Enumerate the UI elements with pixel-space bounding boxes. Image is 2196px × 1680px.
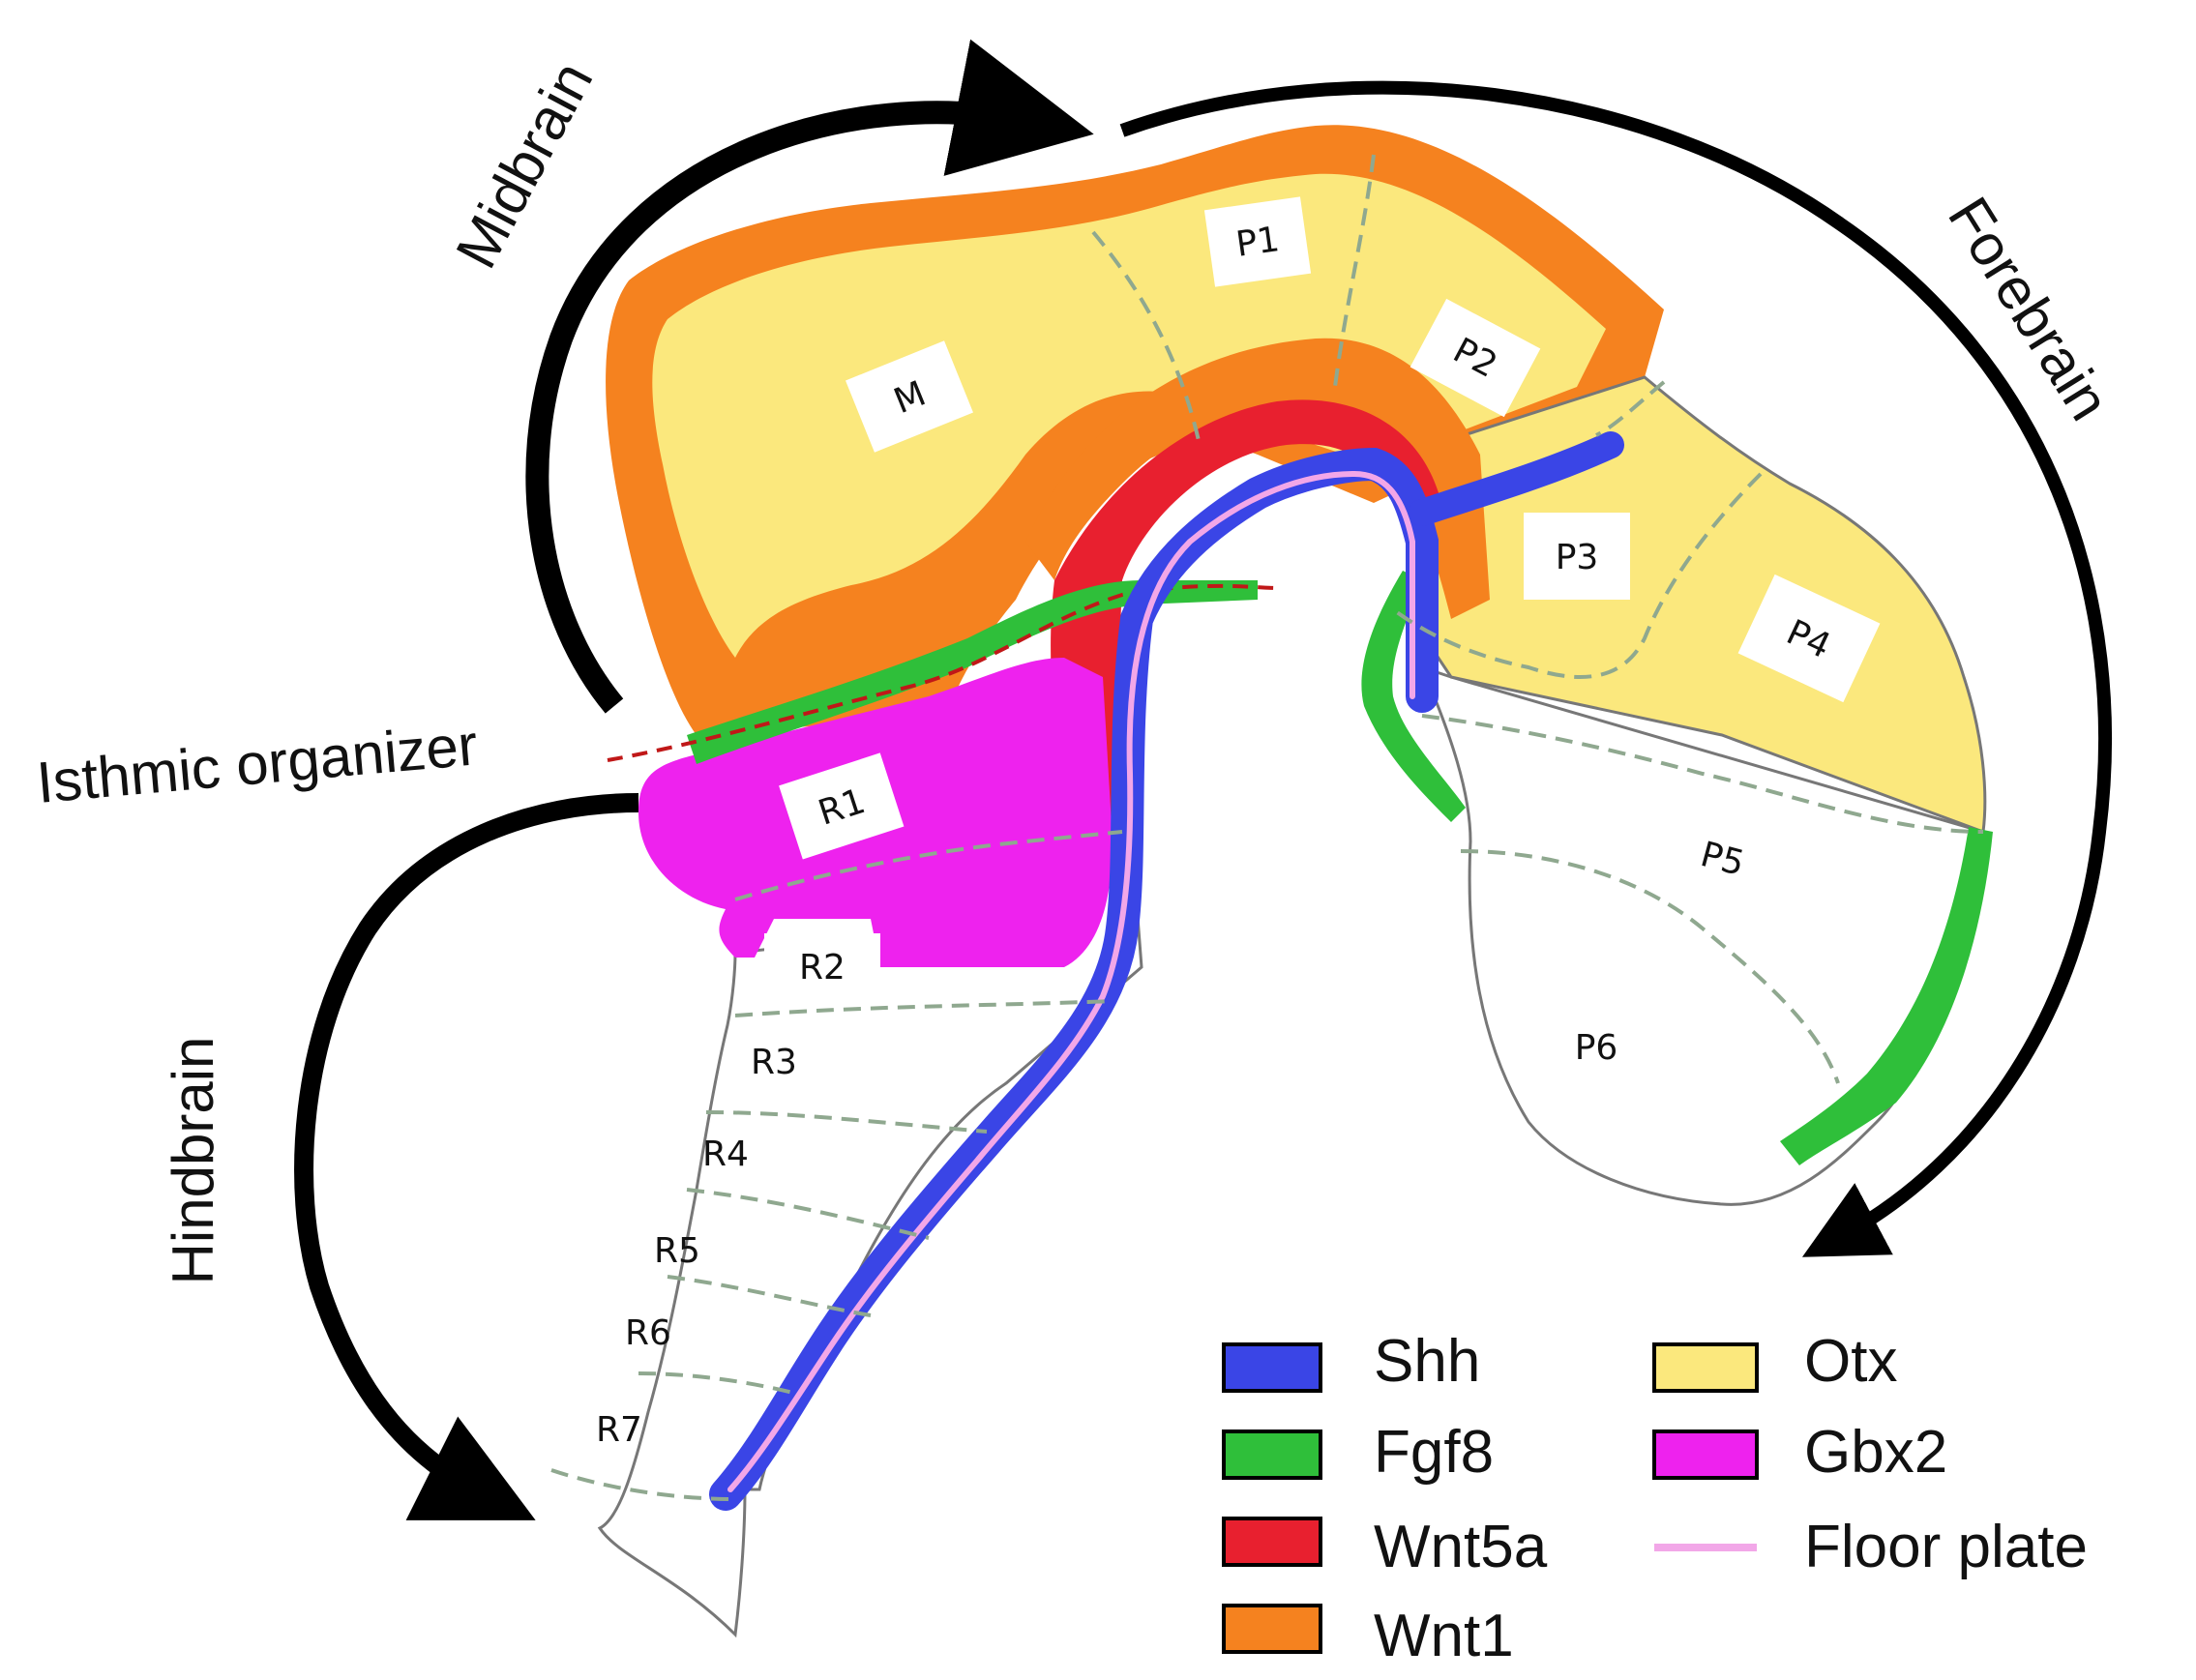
svg-text:Floor plate: Floor plate: [1804, 1514, 2088, 1580]
segment-line-r1-r2: [734, 830, 1123, 901]
region-r1: R1: [779, 752, 905, 860]
isthmic-organizer-label: Isthmic organizer: [34, 712, 480, 815]
region-p2: P2: [1410, 298, 1541, 418]
segment-line-r4-r5: [686, 1188, 930, 1240]
shh-forebrain-branch: [1409, 431, 1624, 526]
region-m: M: [846, 340, 973, 453]
hindbrain-arrow: [294, 793, 639, 1520]
region-p6: P6: [1575, 1028, 1618, 1068]
legend-item-shh: Shh: [1222, 1328, 1480, 1395]
isthmic-dashed-line: [607, 583, 1278, 762]
legend-item-floor-plate: Floor plate: [1654, 1514, 2088, 1580]
svg-text:Gbx2: Gbx2: [1804, 1419, 1947, 1486]
svg-text:P3: P3: [1556, 538, 1599, 577]
region-p1: P1: [1203, 196, 1312, 287]
region-r4: R4: [702, 1135, 749, 1174]
legend-item-wnt5a: Wnt5a: [1222, 1514, 1548, 1580]
svg-text:Wnt1: Wnt1: [1374, 1603, 1514, 1669]
segment-line-r2-r3: [734, 999, 1113, 1017]
fgf8-forebrain-right: [1780, 827, 1993, 1165]
segment-line-r6-r7: [638, 1371, 794, 1395]
region-p4: P4: [1737, 574, 1881, 703]
svg-text:R2: R2: [799, 948, 846, 987]
svg-text:Wnt5a: Wnt5a: [1374, 1514, 1548, 1580]
segment-line-r5-r6: [667, 1275, 872, 1317]
region-r7: R7: [596, 1410, 642, 1450]
forebrain-label: Forebrain: [1936, 186, 2122, 430]
hindbrain-tube: [597, 811, 1143, 1638]
segment-line-p5-p6: [1460, 849, 1840, 1084]
segment-line-p4-p5: [1421, 714, 1984, 834]
segment-line-p2-p3: [1595, 380, 1666, 437]
forebrain-arrow: [1119, 80, 2113, 1257]
wnt1-inner-arc: [1025, 338, 1490, 619]
midbrain-label: Midbrain: [443, 51, 605, 279]
svg-text:Fgf8: Fgf8: [1374, 1419, 1494, 1486]
floor-plate-line: [727, 470, 1415, 1492]
midbrain-arrow: [525, 39, 1094, 714]
segment-line-r7-end: [550, 1468, 736, 1501]
hindbrain-label: Hindbrain: [161, 1037, 225, 1285]
region-r6: R6: [625, 1313, 671, 1353]
region-r2: R2: [764, 933, 880, 1001]
segment-line-r3-r4: [705, 1110, 988, 1134]
wnt5a-arc: [1051, 399, 1441, 832]
legend-item-fgf8: Fgf8: [1222, 1419, 1494, 1486]
legend: Shh Fgf8 Wnt5a Wnt1 Otx Gbx2 Floor plate: [1222, 1328, 2088, 1669]
region-p3: P3: [1524, 513, 1630, 600]
region-r5: R5: [654, 1231, 700, 1271]
fgf8-forebrain-left: [1361, 571, 1466, 822]
svg-text:Shh: Shh: [1374, 1328, 1480, 1395]
svg-text:Otx: Otx: [1804, 1328, 1897, 1395]
segment-line-p1-p2: [1333, 154, 1376, 388]
svg-text:P1: P1: [1233, 220, 1282, 265]
region-r3: R3: [751, 1043, 797, 1082]
segment-line-m-p1: [1091, 230, 1202, 446]
legend-item-otx: Otx: [1652, 1328, 1897, 1395]
legend-item-gbx2: Gbx2: [1652, 1419, 1947, 1486]
otx-yellow-midbrain: [652, 173, 1606, 658]
fgf8-isthmus: [687, 580, 1258, 764]
legend-item-wnt1: Wnt1: [1222, 1603, 1514, 1669]
segment-line-p3-p4: [1391, 472, 1763, 679]
